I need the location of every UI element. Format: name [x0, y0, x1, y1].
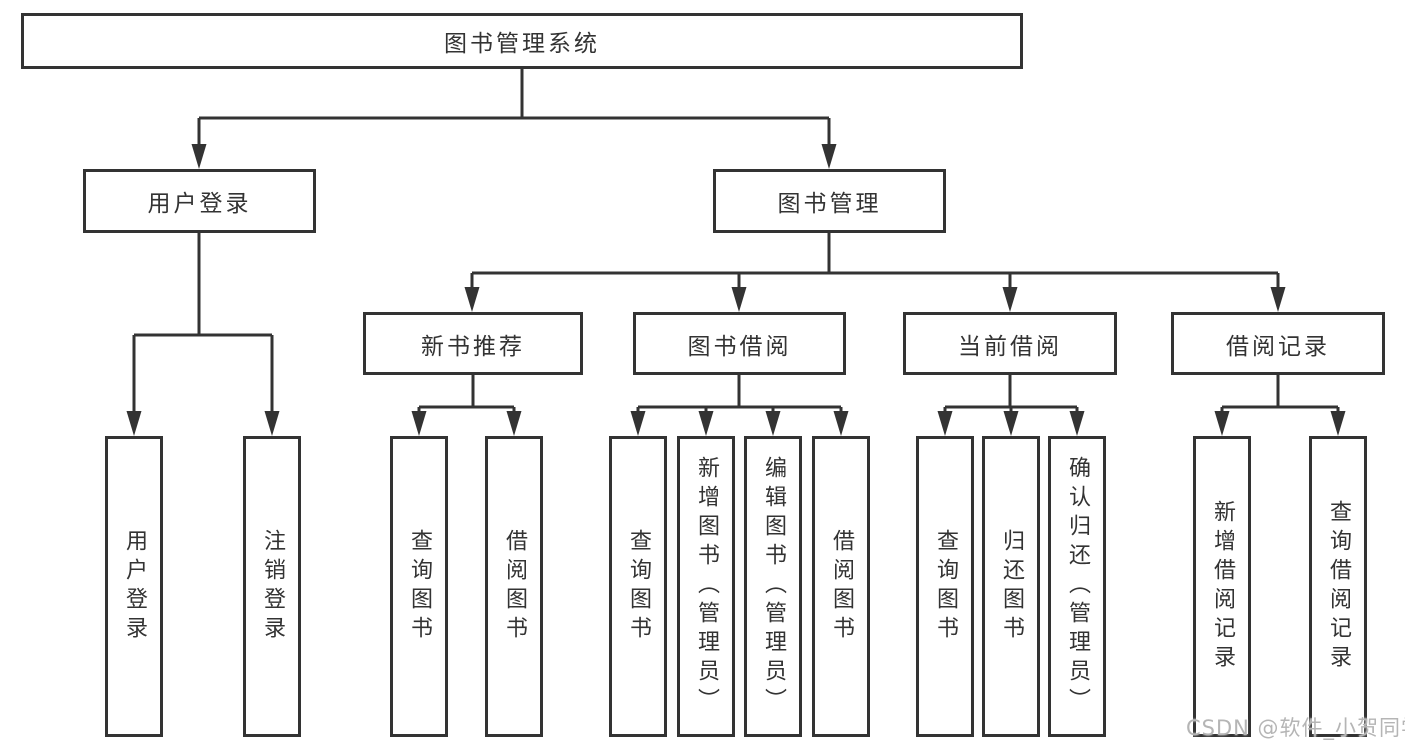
arrowhead-leaf-br-query	[1330, 411, 1346, 436]
leaf-rec-query-books: 查询图书	[390, 436, 448, 737]
node-root-library-system: 图书管理系统	[21, 13, 1023, 69]
arrowhead-bookmgmt	[821, 144, 837, 169]
leaf-br-query-record: 查询借阅记录	[1309, 436, 1367, 737]
arrowhead-leaf-userlogin	[126, 411, 142, 436]
leaf-rec-borrow-books: 借阅图书	[485, 436, 543, 737]
node-book-management: 图书管理	[713, 169, 946, 233]
connector-borrowrecord-to-leaves	[1220, 374, 1340, 413]
arrowhead-leaf-bb-borrow	[833, 411, 849, 436]
connector-bookmgmt-to-level3	[470, 233, 1280, 289]
arrowhead-leaf-bb-query	[630, 411, 646, 436]
arrowhead-userlogin	[191, 144, 207, 169]
leaf-cb-query-books: 查询图书	[916, 436, 974, 737]
arrowhead-leaf-cb-return	[1003, 411, 1019, 436]
arrowhead-leaf-bb-edit	[765, 411, 781, 436]
node-user-login: 用户登录	[83, 169, 316, 233]
csdn-watermark: CSDN @软件_小贺同学	[1186, 716, 1405, 740]
arrowhead-bookborrow	[731, 287, 747, 312]
arrowhead-leaf-bb-add	[698, 411, 714, 436]
connector-userlogin-to-leaves	[132, 233, 274, 413]
arrowhead-leaf-br-add	[1214, 411, 1230, 436]
arrowhead-currentborrow	[1002, 287, 1018, 312]
node-current-borrow: 当前借阅	[903, 312, 1117, 375]
arrowhead-leaf-cb-query	[937, 411, 953, 436]
connector-root-to-level2	[197, 69, 831, 146]
leaf-cb-return-books: 归还图书	[982, 436, 1040, 737]
arrowhead-borrowrecord	[1270, 287, 1286, 312]
leaf-bb-edit-books-admin: 编辑图书（管理员）	[744, 436, 802, 737]
leaf-bb-add-books-admin: 新增图书（管理员）	[677, 436, 735, 737]
node-book-borrow: 图书借阅	[633, 312, 846, 375]
connector-currentborrow-to-leaves	[943, 374, 1079, 413]
arrowhead-leaf-rec-query	[411, 411, 427, 436]
arrowhead-leaf-cb-confirm	[1069, 411, 1085, 436]
leaf-user-login: 用户登录	[105, 436, 163, 737]
arrowhead-leaf-rec-borrow	[506, 411, 522, 436]
leaf-bb-query-books: 查询图书	[609, 436, 667, 737]
arrowhead-newbookrec	[464, 287, 480, 312]
leaf-logout: 注销登录	[243, 436, 301, 737]
leaf-br-add-record: 新增借阅记录	[1193, 436, 1251, 737]
arrowhead-leaf-logout	[264, 411, 280, 436]
connector-bookborrow-to-leaves	[636, 374, 843, 413]
node-borrow-record: 借阅记录	[1171, 312, 1385, 375]
leaf-cb-confirm-return-admin: 确认归还（管理员）	[1048, 436, 1106, 737]
connector-newbookrec-to-leaves	[417, 374, 516, 413]
node-new-book-recommend: 新书推荐	[363, 312, 583, 375]
leaf-bb-borrow-books: 借阅图书	[812, 436, 870, 737]
